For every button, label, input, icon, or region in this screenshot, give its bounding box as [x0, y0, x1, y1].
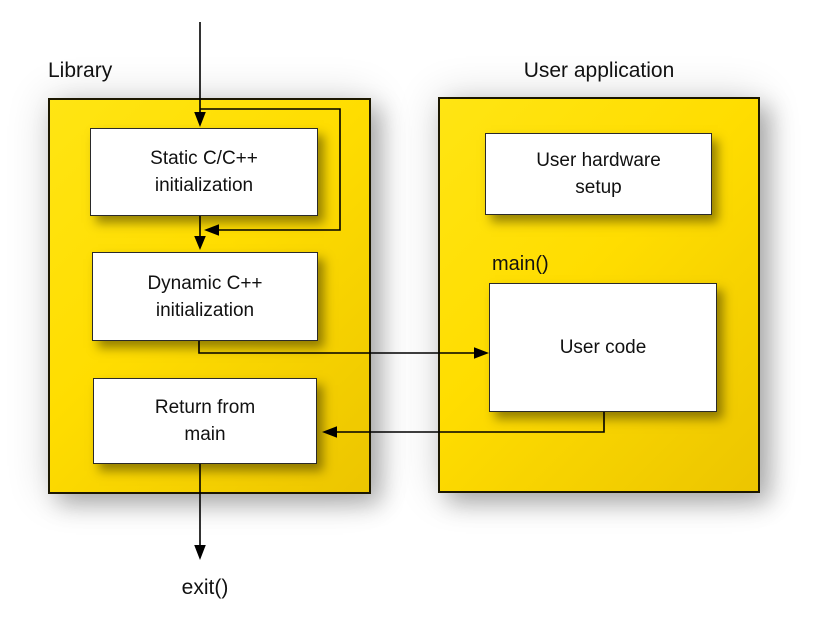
- node-user-code-label: User code: [559, 337, 647, 358]
- node-dynamic-initialization: Dynamic C++ initialization: [92, 252, 318, 341]
- library-panel-title: Library: [48, 59, 113, 82]
- exit-function-label: exit(): [181, 576, 229, 599]
- node-static-initialization-label: Static C/C++ initialization: [150, 148, 258, 196]
- main-function-label: main(): [492, 253, 549, 275]
- node-return-from-main-label: Return from main: [154, 397, 256, 445]
- node-user-hardware-setup: User hardware setup: [485, 133, 712, 215]
- node-static-initialization: Static C/C++ initialization: [90, 128, 318, 216]
- node-dynamic-initialization-label: Dynamic C++ initialization: [147, 272, 263, 321]
- node-return-from-main: Return from main: [93, 378, 317, 464]
- node-user-hardware-setup-label: User hardware setup: [536, 150, 661, 198]
- user-application-panel-title: User application: [523, 59, 675, 82]
- node-user-code: User code: [489, 283, 717, 412]
